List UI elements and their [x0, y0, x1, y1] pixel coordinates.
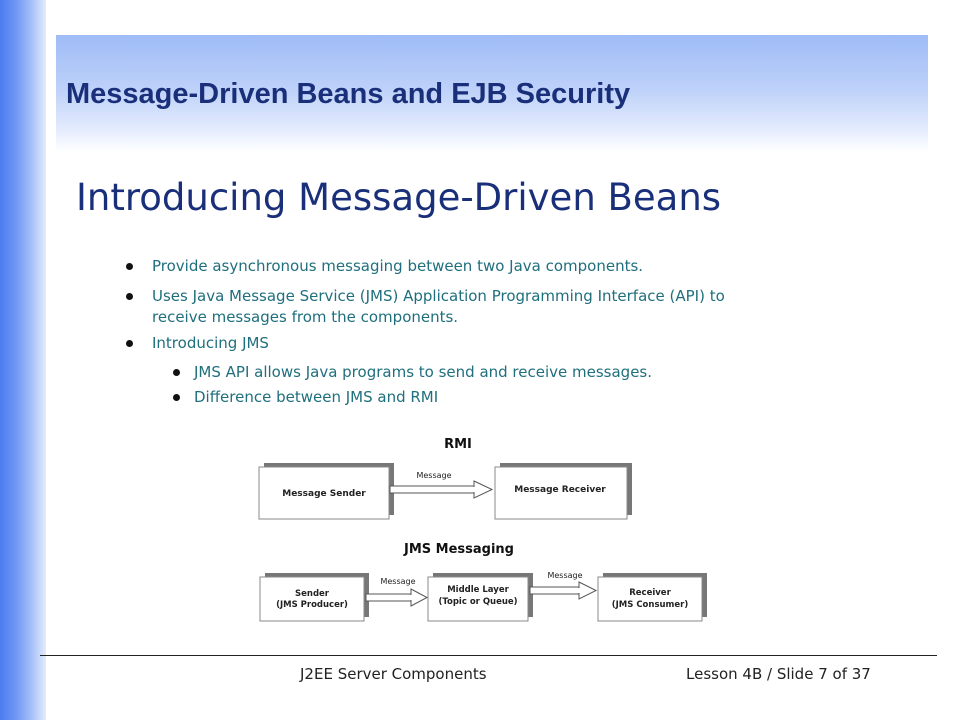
rmi-arrow-label: Message	[416, 471, 451, 480]
bullet-dot-icon	[126, 340, 133, 347]
sub-bullet-item: JMS API allows Java programs to send and…	[173, 362, 653, 383]
jms-message-arrow-2: Message	[529, 571, 598, 600]
jms-sender-box: Sender (JMS Producer)	[259, 573, 369, 622]
bullet-dot-icon	[126, 263, 133, 270]
jms-receiver-box: Receiver (JMS Consumer)	[597, 573, 707, 622]
footer-course-title: J2EE Server Components	[300, 665, 487, 683]
bullet-text-line: receive messages from the components.	[152, 308, 459, 326]
rmi-sender-box: Message Sender	[258, 463, 394, 520]
jms-receiver-sublabel: (JMS Consumer)	[612, 600, 689, 610]
slide-title: Introducing Message-Driven Beans	[76, 176, 722, 219]
jms-heading: JMS Messaging	[403, 542, 514, 557]
sub-bullet-text: JMS API allows Java programs to send and…	[194, 363, 653, 381]
bullet-dot-icon	[126, 293, 133, 300]
jms-receiver-label: Receiver	[629, 588, 671, 598]
jms-arrow2-label: Message	[547, 571, 582, 580]
bullet-item: Uses Java Message Service (JMS) Applicat…	[126, 286, 725, 328]
rmi-receiver-box: Message Receiver	[494, 463, 632, 520]
jms-middle-label: Middle Layer	[447, 585, 509, 595]
footer-slide-number: Lesson 4B / Slide 7 of 37	[686, 665, 871, 683]
rmi-heading: RMI	[444, 437, 472, 452]
jms-middle-sublabel: (Topic or Queue)	[438, 597, 517, 607]
jms-arrow1-label: Message	[380, 577, 415, 586]
footer-divider	[40, 655, 937, 656]
sub-bullet-item: Difference between JMS and RMI	[173, 387, 439, 408]
rmi-sender-label: Message Sender	[282, 489, 366, 499]
bullet-item: Provide asynchronous messaging between t…	[126, 256, 644, 277]
jms-sender-sublabel: (JMS Producer)	[276, 600, 348, 610]
bullet-text: Introducing JMS	[152, 334, 269, 352]
header-band	[56, 35, 928, 152]
bullet-dot-icon	[173, 394, 180, 401]
side-gradient-bar	[0, 0, 46, 720]
rmi-receiver-label: Message Receiver	[514, 485, 606, 495]
header-title: Message-Driven Beans and EJB Security	[66, 78, 631, 110]
bullet-dot-icon	[173, 369, 180, 376]
sub-bullet-text: Difference between JMS and RMI	[194, 388, 439, 406]
jms-sender-label: Sender	[295, 589, 330, 599]
bullet-text-line: Uses Java Message Service (JMS) Applicat…	[152, 287, 725, 305]
rmi-message-arrow: Message	[389, 471, 494, 499]
bullet-text: Provide asynchronous messaging between t…	[152, 257, 644, 275]
jms-middle-layer-box: Middle Layer (Topic or Queue)	[427, 573, 533, 622]
jms-message-arrow-1: Message	[365, 577, 429, 607]
bullet-item: Introducing JMS	[126, 333, 269, 354]
